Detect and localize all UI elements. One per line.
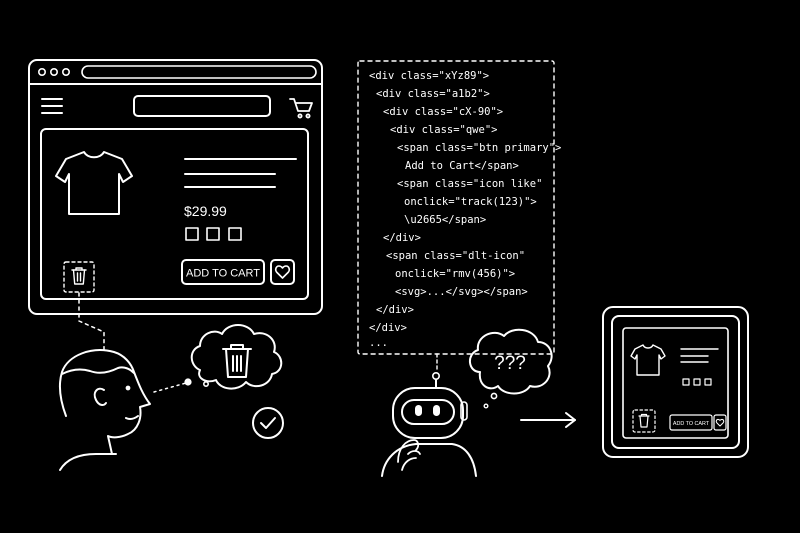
- robot-thought-bubble: ???: [469, 328, 553, 409]
- code-line: \u2665</span>: [404, 214, 486, 226]
- thought-cloud: [469, 328, 553, 395]
- robot-eye: [415, 405, 422, 416]
- right-arrow-icon: [520, 412, 576, 428]
- code-line: <svg>...</svg></span>: [395, 286, 528, 298]
- robot-antenna-tip: [431, 371, 440, 380]
- robot-ear: [460, 401, 468, 421]
- add-to-cart-button[interactable]: ADD TO CART: [181, 259, 265, 285]
- code-line: <span class="icon like": [397, 178, 542, 190]
- robot-face-visor: [401, 399, 455, 425]
- person-ear: [93, 387, 107, 406]
- gaze-dot: [184, 378, 192, 386]
- window-dot-icon: [37, 68, 46, 77]
- window-dot-icon: [49, 68, 58, 77]
- confusion-marks: ???: [494, 353, 526, 374]
- option-swatch[interactable]: [185, 227, 199, 241]
- person-hair: [61, 366, 135, 375]
- device-mockup: ADD TO CART: [602, 306, 749, 458]
- shopping-cart-icon[interactable]: [289, 98, 313, 119]
- code-panel: [357, 60, 555, 355]
- thought-trail-dot: [490, 392, 498, 400]
- mini-add-to-cart-label: ADD TO CART: [673, 421, 710, 427]
- browser-window: $29.99 ADD TO CART: [28, 59, 323, 315]
- code-line: <div class="qwe">: [390, 124, 497, 136]
- tshirt-icon: [630, 344, 666, 376]
- window-dot-icon: [61, 68, 70, 77]
- heart-icon: [274, 265, 291, 279]
- code-line: <div class="a1b2">: [376, 88, 490, 100]
- tshirt-icon: [55, 151, 133, 215]
- code-line: <span class="btn primary">: [397, 142, 561, 154]
- product-description-lines: [184, 158, 297, 188]
- mini-option-swatches: [682, 378, 712, 386]
- robot-eye: [433, 405, 440, 416]
- heart-icon: [715, 418, 725, 427]
- code-line: Add to Cart</span>: [405, 160, 519, 172]
- browser-frame: [28, 59, 323, 315]
- mini-add-to-cart-button: ADD TO CART: [669, 414, 713, 431]
- trash-icon: [638, 413, 650, 428]
- code-line: <span class="dlt-icon": [386, 250, 525, 262]
- search-input[interactable]: [133, 95, 271, 117]
- product-card: [40, 128, 309, 300]
- code-line: onclick="rmv(456)">: [395, 268, 515, 280]
- checkmark-badge: [252, 407, 284, 439]
- code-line: <div class="xYz89">: [369, 70, 489, 82]
- window-controls: [37, 68, 70, 77]
- person-thought-bubble: [190, 324, 283, 390]
- product-price: $29.99: [184, 203, 227, 219]
- robot-body: [381, 443, 477, 477]
- thought-trail-dot: [483, 403, 489, 409]
- robot-figure: [381, 371, 477, 477]
- trash-icon: [222, 344, 252, 378]
- hamburger-menu-icon[interactable]: [41, 98, 63, 114]
- gaze-dotted-line: [153, 382, 187, 393]
- address-bar[interactable]: [81, 65, 317, 79]
- trash-icon: [71, 267, 87, 285]
- code-line: </div>: [376, 304, 414, 316]
- mini-description-lines: [680, 348, 719, 363]
- like-button[interactable]: [270, 259, 295, 285]
- mini-delete-button: [632, 409, 656, 433]
- dashed-leader-delete: [78, 292, 105, 351]
- mini-product-card: [622, 327, 729, 439]
- option-swatches[interactable]: [185, 227, 242, 241]
- code-line: onclick="track(123)">: [404, 196, 537, 208]
- add-to-cart-label: ADD TO CART: [186, 268, 260, 280]
- person-eye: [125, 385, 131, 391]
- option-swatch[interactable]: [206, 227, 220, 241]
- person-shoulder: [59, 453, 117, 471]
- code-line: </div>: [369, 322, 407, 334]
- person-head: [58, 349, 151, 455]
- device-outer-frame: [602, 306, 749, 458]
- delete-button[interactable]: [63, 261, 95, 293]
- robot-hand: [397, 439, 421, 471]
- checkmark-icon: [260, 417, 276, 429]
- code-listing: <div class="xYz89"> <div class="a1b2"> <…: [369, 70, 561, 349]
- person-figure: [58, 349, 151, 471]
- thought-trail-dot: [203, 380, 210, 387]
- robot-head: [392, 387, 464, 439]
- code-line: </div>: [383, 232, 421, 244]
- code-line: <div class="cX-90">: [383, 106, 503, 118]
- thought-cloud: [190, 324, 283, 390]
- option-swatch[interactable]: [228, 227, 242, 241]
- mini-like-button: [713, 414, 727, 431]
- device-inner-frame: [611, 315, 740, 449]
- person-mouth: [125, 415, 139, 421]
- code-line: ...: [369, 337, 388, 349]
